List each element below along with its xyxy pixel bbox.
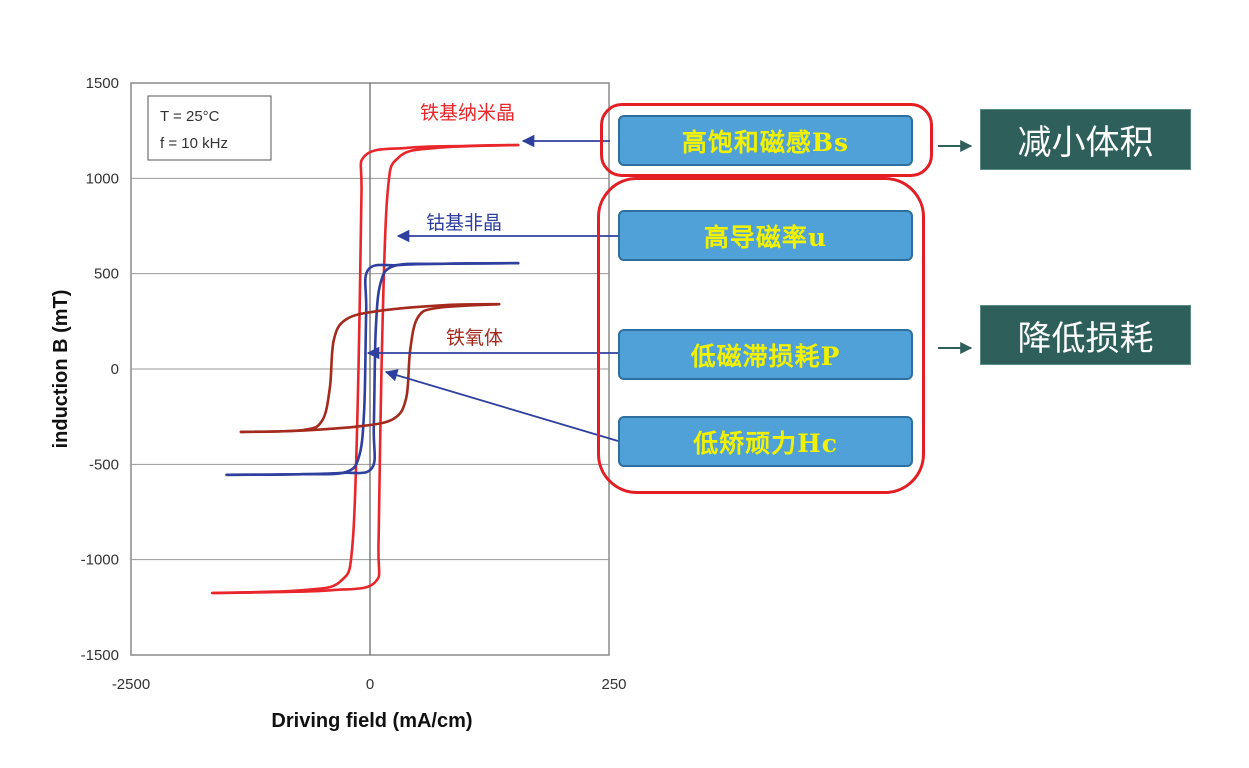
properties-outline xyxy=(597,177,925,494)
y-tick-labels: 1500 1000 500 0 -500 -1000 -1500 xyxy=(81,75,119,664)
y-axis-title: induction B (mT) xyxy=(50,290,72,449)
x-axis-title: Driving field (mA/cm) xyxy=(271,710,472,732)
benefit-reduce-volume: 减小体积 xyxy=(980,109,1191,170)
y-tick-label: 1000 xyxy=(86,170,119,187)
grid-lines xyxy=(131,83,609,655)
condition-temperature: T = 25°C xyxy=(160,108,220,125)
x-tick-labels: -2500 0 250 xyxy=(112,676,627,693)
conditions-box xyxy=(147,95,272,161)
hysteresis-curves xyxy=(211,143,520,595)
condition-frequency: f = 10 kHz xyxy=(160,135,228,152)
pointer-hc xyxy=(384,369,619,442)
series-2-ascending-branch xyxy=(239,302,501,434)
feature-low-hysteresis-loss: 低磁滞损耗P xyxy=(618,329,913,380)
series-0-ascending-branch xyxy=(211,143,520,595)
x-tick-label: 0 xyxy=(366,676,374,693)
y-tick-label: -1000 xyxy=(81,552,119,569)
series-label-cobalt-amorphous: 钴基非晶 xyxy=(426,212,502,234)
series-1-descending-branch xyxy=(225,261,520,477)
y-tick-label: -500 xyxy=(89,456,119,473)
series-label-nanocrystalline: 铁基纳米晶 xyxy=(420,102,515,124)
series-2-descending-branch xyxy=(239,302,501,434)
benefit-reduce-loss: 降低损耗 xyxy=(980,305,1191,365)
x-tick-label: 250 xyxy=(601,676,626,693)
series-label-ferrite: 铁氧体 xyxy=(446,327,503,349)
x-tick-label: -2500 xyxy=(112,676,150,693)
feature-low-coercivity: 低矫顽力Hc xyxy=(618,416,913,467)
series-0-descending-branch xyxy=(211,143,520,595)
y-tick-label: -1500 xyxy=(81,647,119,664)
y-tick-label: 500 xyxy=(94,266,119,283)
feature-high-permeability: 高导磁率u xyxy=(618,210,913,261)
bs-outline xyxy=(600,103,933,177)
y-tick-label: 0 xyxy=(111,361,119,378)
feature-high-saturation: 高饱和磁感Bs xyxy=(618,115,913,166)
y-tick-label: 1500 xyxy=(86,75,119,92)
